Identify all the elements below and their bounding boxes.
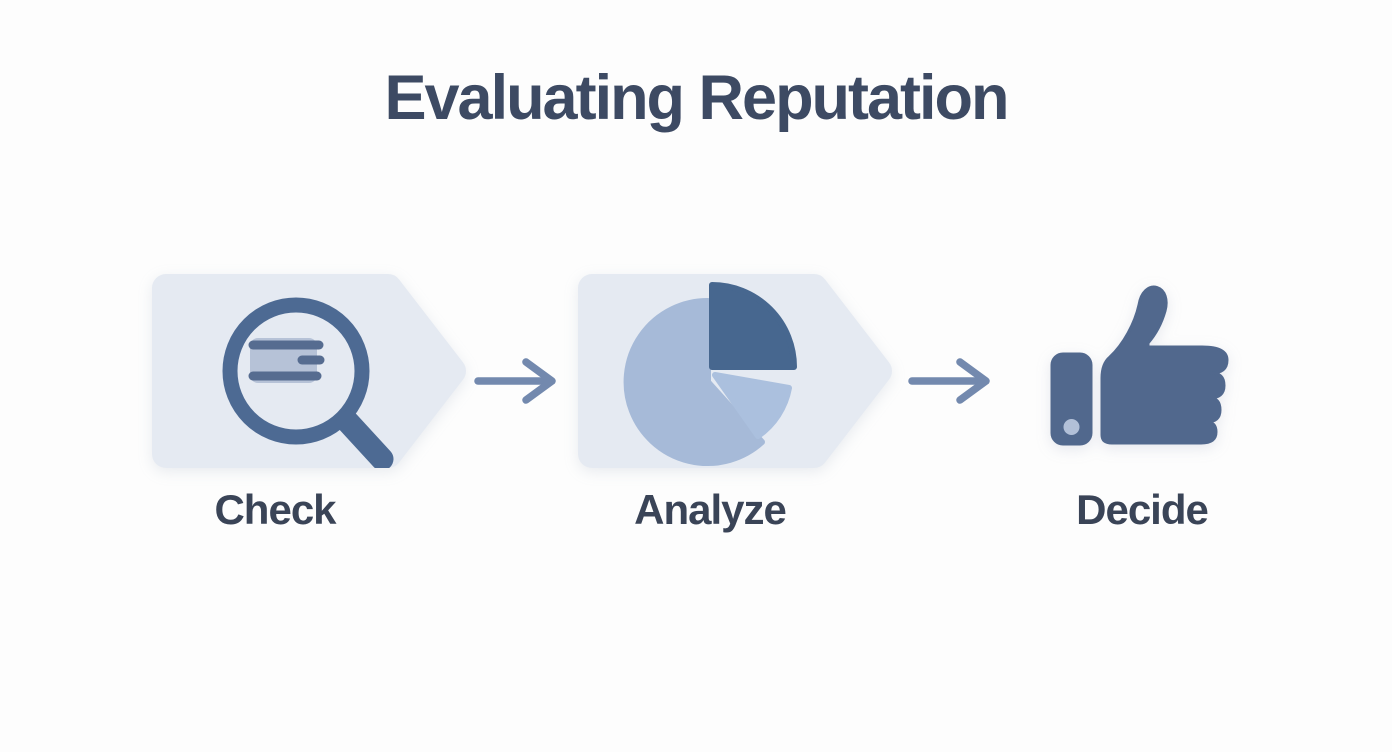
thumb-cuff bbox=[1050, 352, 1093, 446]
step-analyze bbox=[578, 274, 892, 468]
thumbs-up-icon bbox=[1050, 285, 1229, 446]
arrow-head bbox=[522, 358, 556, 404]
arrow-right-icon bbox=[908, 358, 990, 404]
page-title: Evaluating Reputation bbox=[384, 63, 1009, 133]
magnifier-search-icon bbox=[222, 297, 394, 468]
step-label-analyze: Analyze bbox=[634, 486, 787, 533]
lens-handle bbox=[336, 410, 394, 468]
step-label-check: Check bbox=[214, 486, 336, 533]
step-check bbox=[152, 274, 466, 468]
thumb-hand bbox=[1100, 285, 1229, 445]
step-decide bbox=[1050, 285, 1229, 446]
step-label-decide: Decide bbox=[1076, 486, 1209, 533]
thumb-cuff-dot bbox=[1063, 419, 1080, 435]
arrow-head bbox=[956, 358, 990, 404]
pie-chart-icon bbox=[623, 282, 797, 466]
arrow-right-icon bbox=[474, 358, 556, 404]
pie-main-body bbox=[623, 297, 765, 466]
pie-light-slice bbox=[712, 372, 792, 439]
pie-dark-slice bbox=[709, 282, 797, 370]
lens-ring bbox=[222, 297, 370, 445]
